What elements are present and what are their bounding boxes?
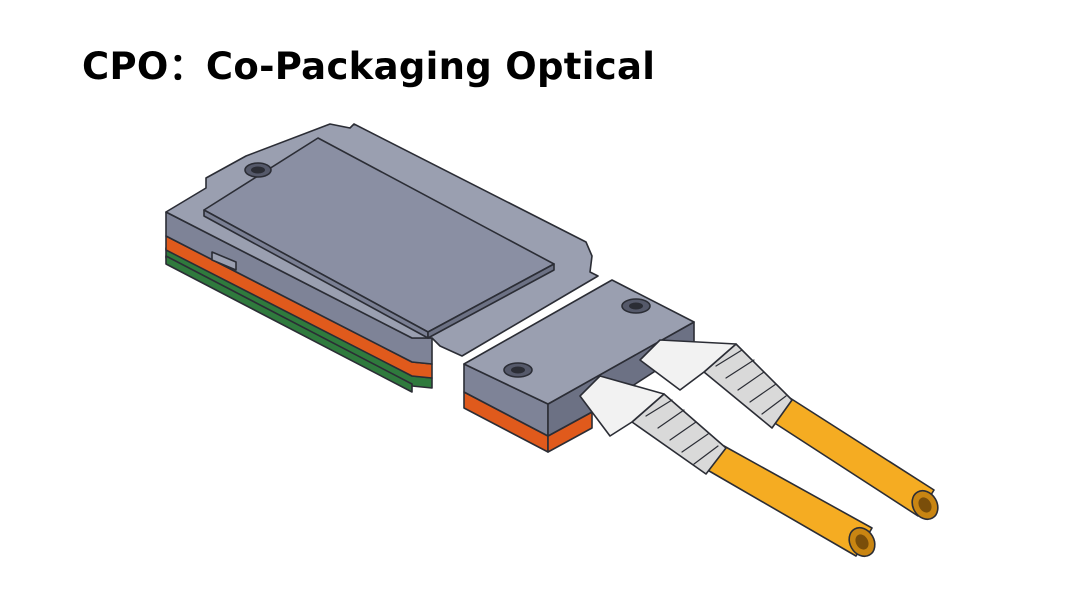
fiber-cable-front xyxy=(579,375,876,558)
slide-title: CPO：Co-Packaging Optical xyxy=(82,45,656,88)
module-body xyxy=(165,123,599,393)
fiber-cable-back xyxy=(639,339,939,521)
side-latch xyxy=(211,251,237,271)
